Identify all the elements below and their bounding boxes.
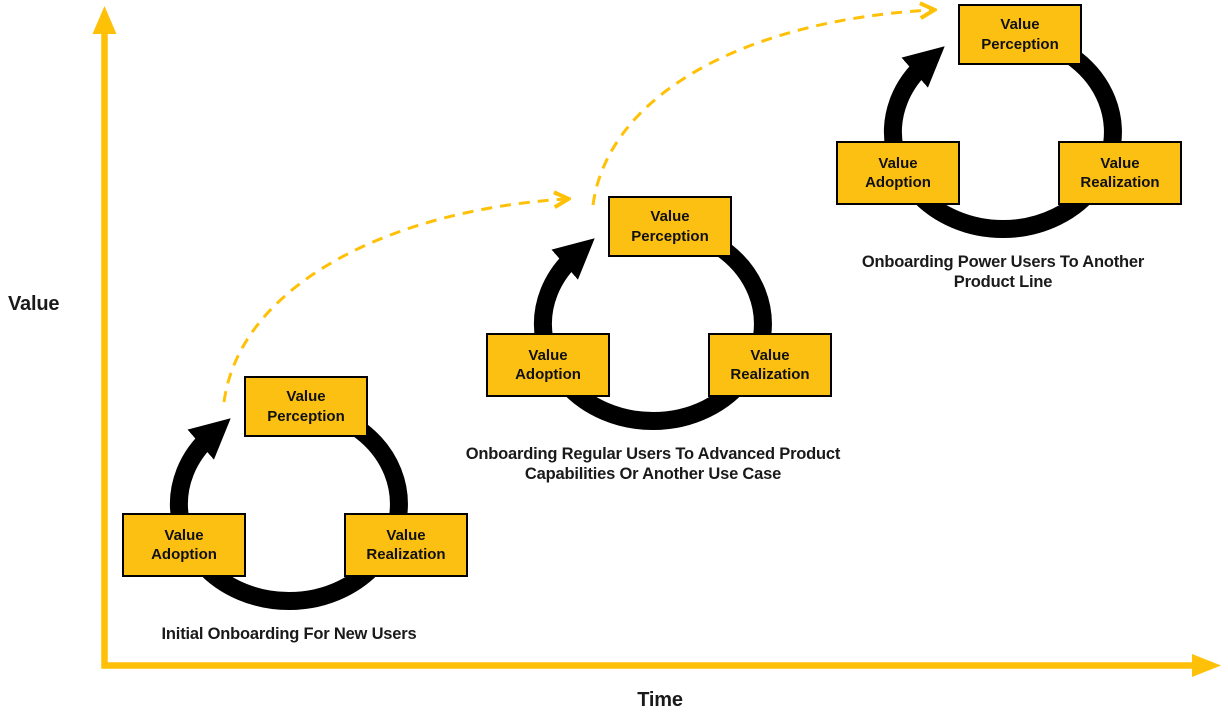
value-axis-arrowhead	[92, 6, 117, 34]
cycle-initial-onboarding: Value Perception Value Adoption Value Re…	[99, 369, 479, 679]
value-axis-label: Value	[8, 293, 60, 315]
cycle-regular-users: Value Perception Value Adoption Value Re…	[463, 189, 843, 499]
growth-arrow-cycle1-to-cycle2	[222, 199, 566, 403]
time-axis-arrowhead	[1192, 654, 1221, 677]
value-adoption-box: Value Adoption	[486, 333, 610, 397]
cycle-caption: Onboarding Regular Users To Advanced Pro…	[465, 445, 841, 484]
value-adoption-box: Value Adoption	[122, 513, 246, 577]
value-perception-box: Value Perception	[244, 376, 368, 437]
value-perception-box: Value Perception	[958, 4, 1082, 65]
value-adoption-box: Value Adoption	[836, 141, 960, 205]
time-axis-label: Time	[637, 689, 683, 711]
cycle-power-users: Value Perception Value Adoption Value Re…	[813, 0, 1193, 307]
growth-arrow-cycle2-to-cycle3	[591, 10, 932, 206]
cycle-caption: Onboarding Power Users To Another Produc…	[861, 253, 1145, 292]
value-realization-box: Value Realization	[344, 513, 468, 577]
value-realization-box: Value Realization	[1058, 141, 1182, 205]
value-perception-box: Value Perception	[608, 196, 732, 257]
value-realization-box: Value Realization	[708, 333, 832, 397]
cycle-caption: Initial Onboarding For New Users	[161, 625, 417, 643]
